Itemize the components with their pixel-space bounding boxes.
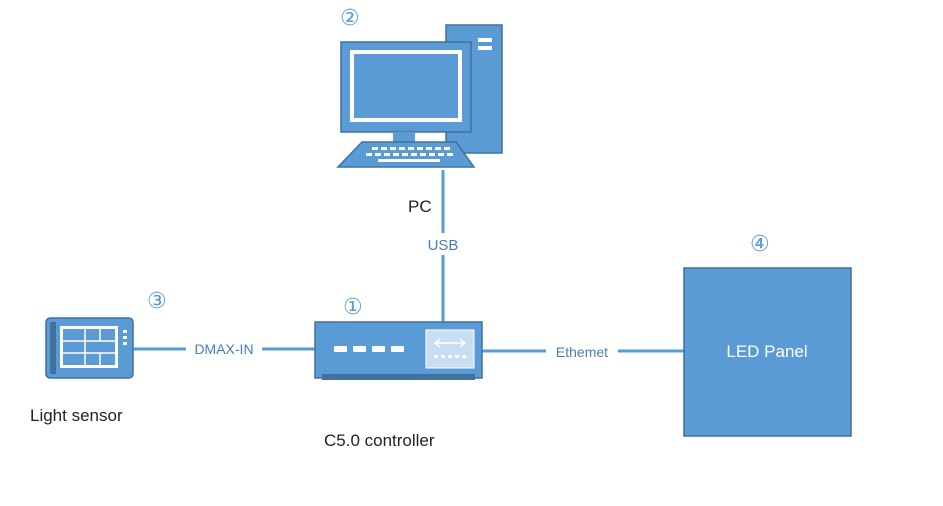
controller-label: C5.0 controller (324, 431, 435, 450)
controller-ethernet-port (425, 329, 475, 369)
led-panel-label: LED Panel (726, 342, 807, 361)
dmax-label-group: DMAX-IN (186, 338, 262, 360)
pc-label: PC (408, 197, 432, 216)
led-panel-number: ④ (750, 232, 770, 257)
light-sensor-number: ③ (147, 289, 167, 314)
pc-icon (336, 24, 503, 168)
led-panel (683, 267, 852, 437)
usb-label-group: USB (423, 233, 463, 255)
usb-label: USB (428, 237, 459, 254)
controller-icon (314, 321, 483, 380)
light-sensor-label: Light sensor (30, 406, 123, 425)
arrow-icon (433, 338, 467, 348)
ethernet-label-group: Ethemet (546, 341, 618, 363)
controller-ports (334, 346, 404, 352)
pc-number: ② (340, 6, 360, 31)
ethernet-label: Ethemet (556, 344, 608, 360)
controller-number: ① (343, 295, 363, 320)
dmax-in-label: DMAX-IN (194, 341, 253, 357)
light-sensor-icon (45, 317, 134, 379)
